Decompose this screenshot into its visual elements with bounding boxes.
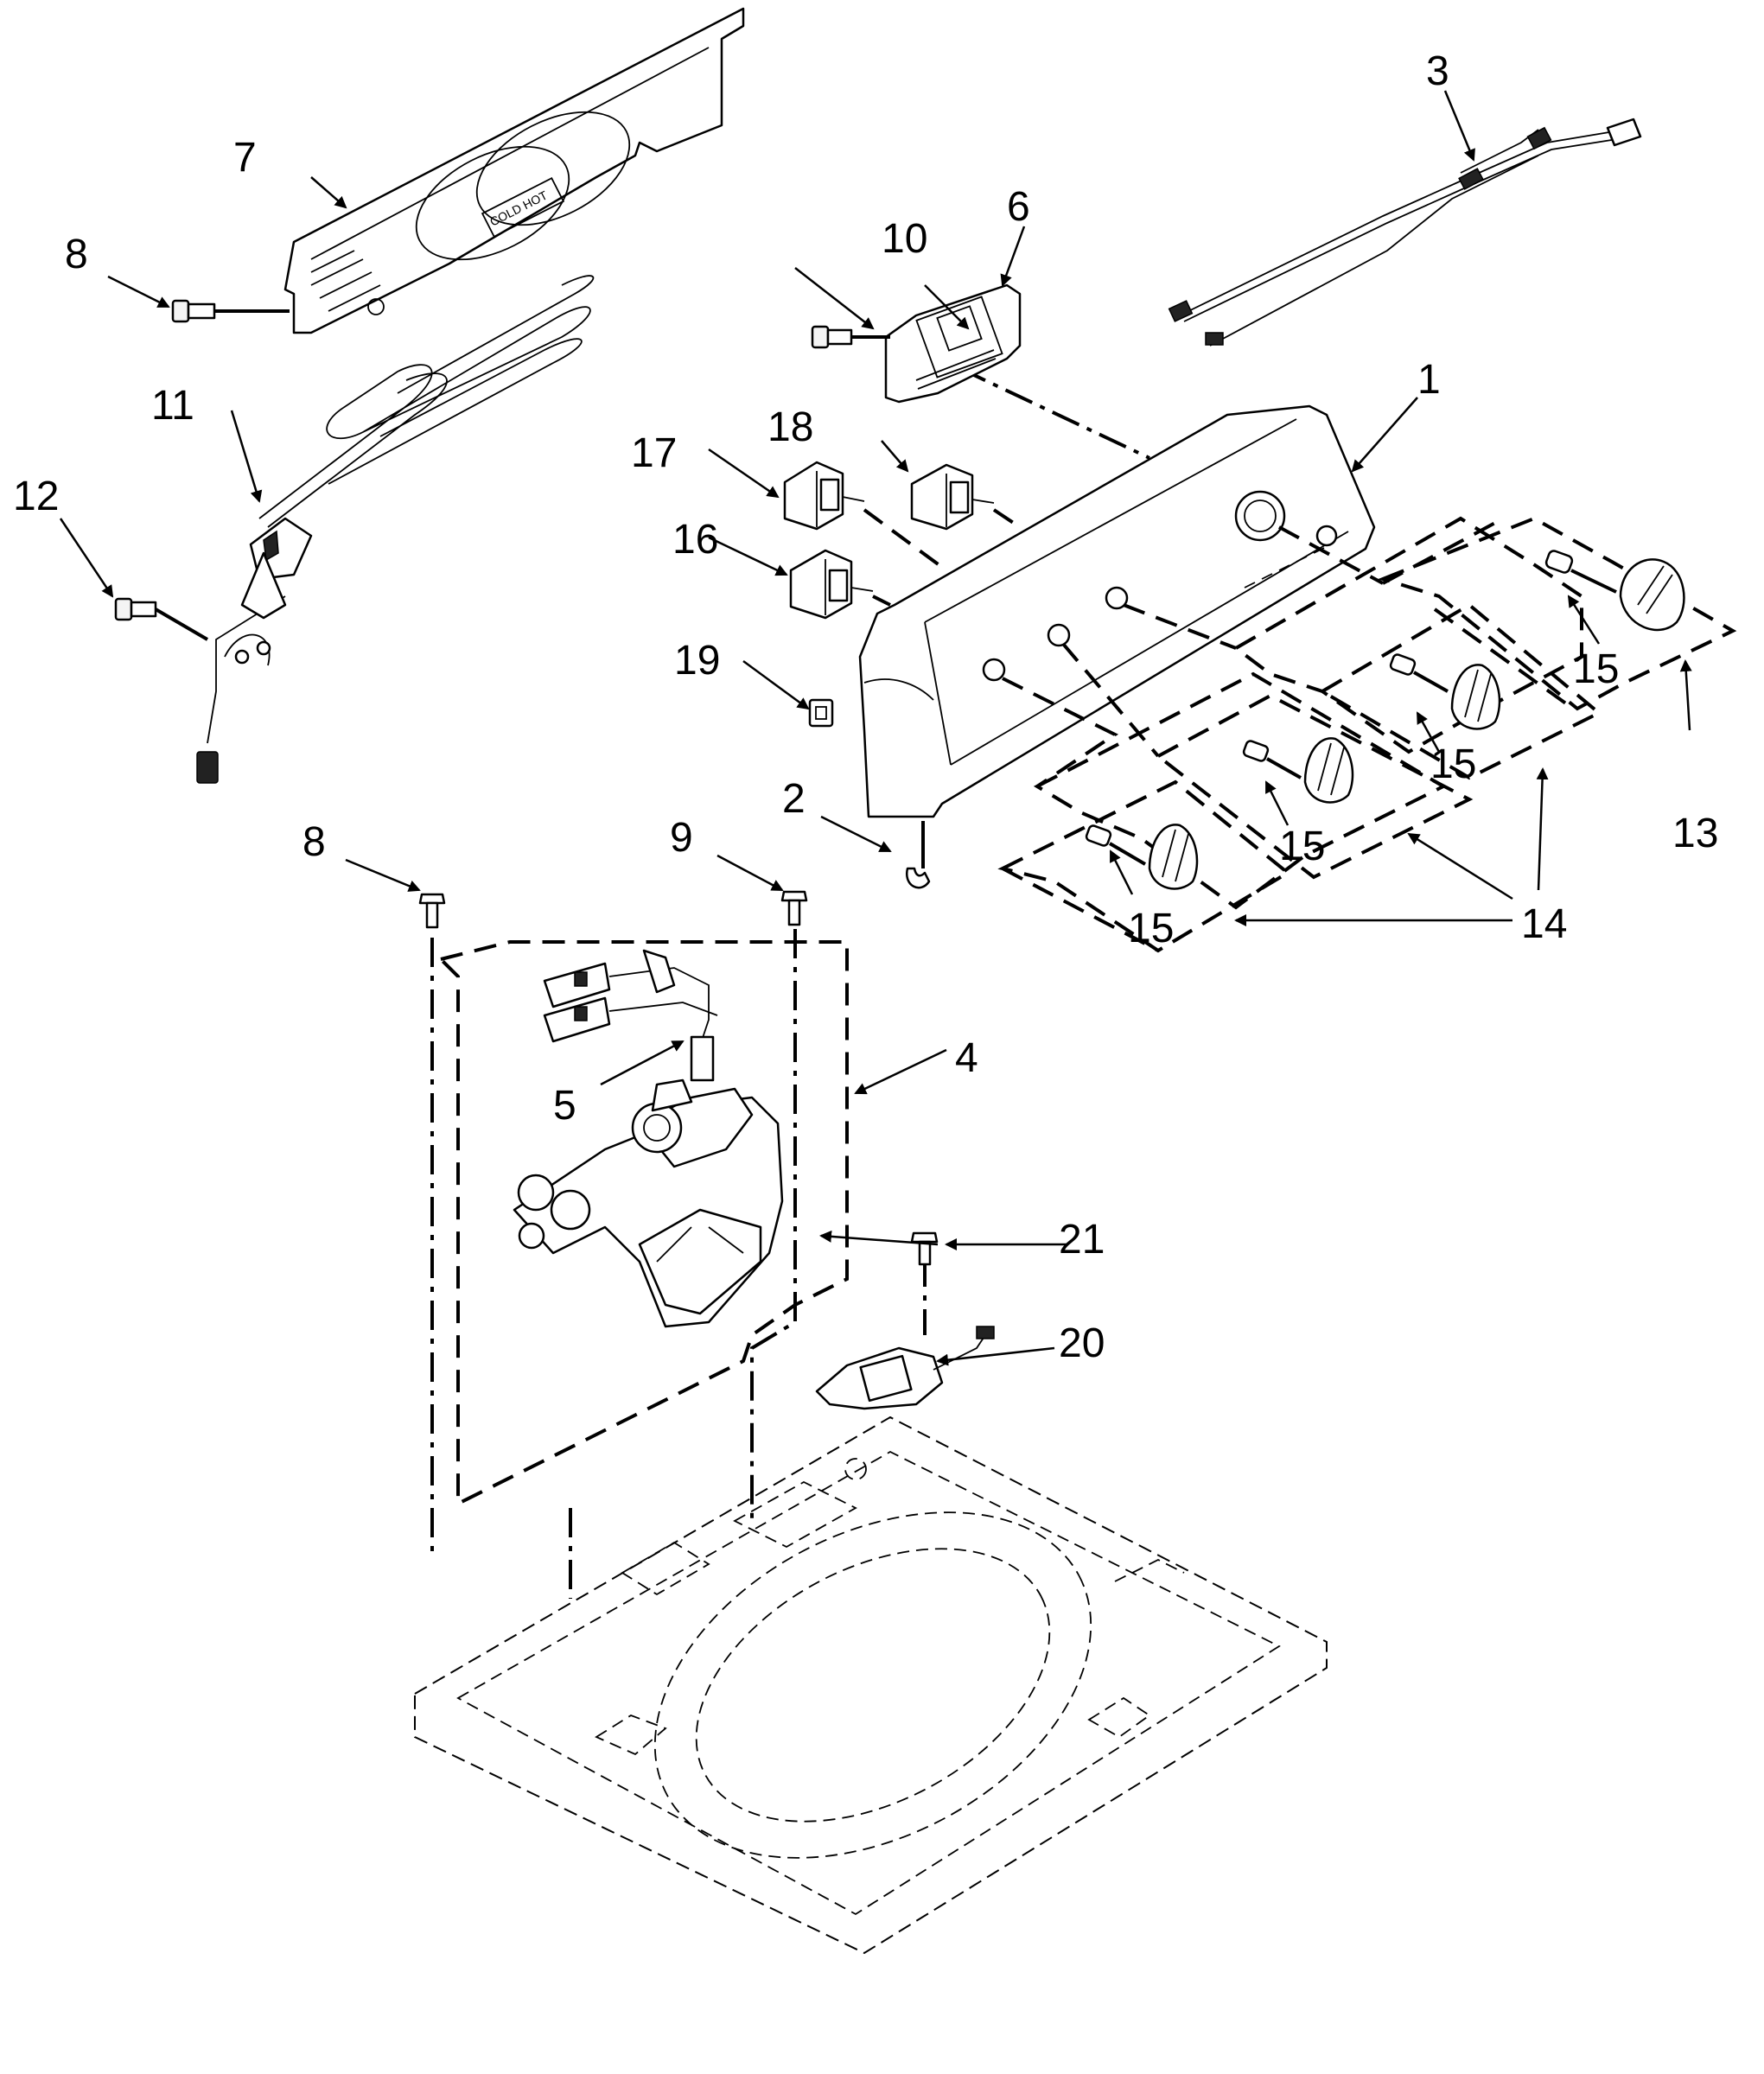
callout-16: 16 <box>672 517 718 563</box>
callout-9: 9 <box>670 815 693 861</box>
indicator-lights <box>1244 547 1325 588</box>
clip-2 <box>905 821 931 889</box>
callout-15-right: 15 <box>1573 646 1619 692</box>
screw-8-lower <box>418 893 446 929</box>
screw-21 <box>910 1231 939 1266</box>
valve-assembly-outline <box>437 940 849 1507</box>
callout-20: 20 <box>1059 1320 1105 1366</box>
knob-kit-15-lower-outline <box>997 779 1291 953</box>
callout-2: 2 <box>782 776 806 822</box>
washer-top-base <box>414 1416 1328 1955</box>
callout-labels: 1 2 3 4 5 6 7 8 8 9 10 11 12 13 14 15 15… <box>13 48 1718 1366</box>
knob-15-upper <box>1389 653 1501 730</box>
callout-1: 1 <box>1417 357 1441 403</box>
connector-lines <box>430 344 1150 1599</box>
callout-11: 11 <box>151 383 194 429</box>
power-cord <box>196 275 595 784</box>
callout-5: 5 <box>553 1083 576 1129</box>
screw-8-upper <box>171 299 290 323</box>
leader-arrows <box>59 90 1692 1366</box>
switch-16 <box>789 549 874 620</box>
screw-9 <box>780 890 808 926</box>
knob-kit-14-upper-outline <box>1232 516 1583 754</box>
switch-17 <box>783 461 865 531</box>
callout-13: 13 <box>1672 811 1718 856</box>
callout-14: 14 <box>1521 901 1567 947</box>
valve-harness <box>543 949 718 1082</box>
callout-12: 12 <box>13 474 59 519</box>
callout-18: 18 <box>767 404 813 450</box>
callout-10: 10 <box>882 216 927 262</box>
callout-21: 21 <box>1059 1217 1105 1263</box>
callout-6: 6 <box>1007 184 1030 230</box>
switch-18 <box>910 463 995 531</box>
callout-7: 7 <box>233 135 257 181</box>
wire-harness <box>1168 118 1642 347</box>
callout-19: 19 <box>674 638 720 684</box>
rear-panel: COLD HOT <box>283 7 745 334</box>
knob-15-lower <box>1085 824 1199 890</box>
control-board <box>884 283 1022 404</box>
console <box>858 404 1376 818</box>
callout-17: 17 <box>631 430 677 476</box>
callout-4: 4 <box>955 1035 978 1081</box>
callout-15-middle: 15 <box>1279 824 1325 869</box>
callout-8-upper: 8 <box>65 232 88 277</box>
water-valve <box>513 1078 784 1328</box>
knob-15-middle <box>1242 737 1354 804</box>
callout-15-upper: 15 <box>1430 741 1476 787</box>
callout-15-lower: 15 <box>1128 906 1174 951</box>
sensor-20 <box>815 1326 995 1410</box>
knob-kit-13-outline <box>1377 516 1737 711</box>
knob-15-right <box>1544 550 1685 632</box>
screw-12 <box>114 597 209 641</box>
callout-3: 3 <box>1426 48 1449 94</box>
callout-8-lower: 8 <box>302 819 326 865</box>
screw-10 <box>811 325 890 349</box>
clip-19 <box>808 698 834 728</box>
